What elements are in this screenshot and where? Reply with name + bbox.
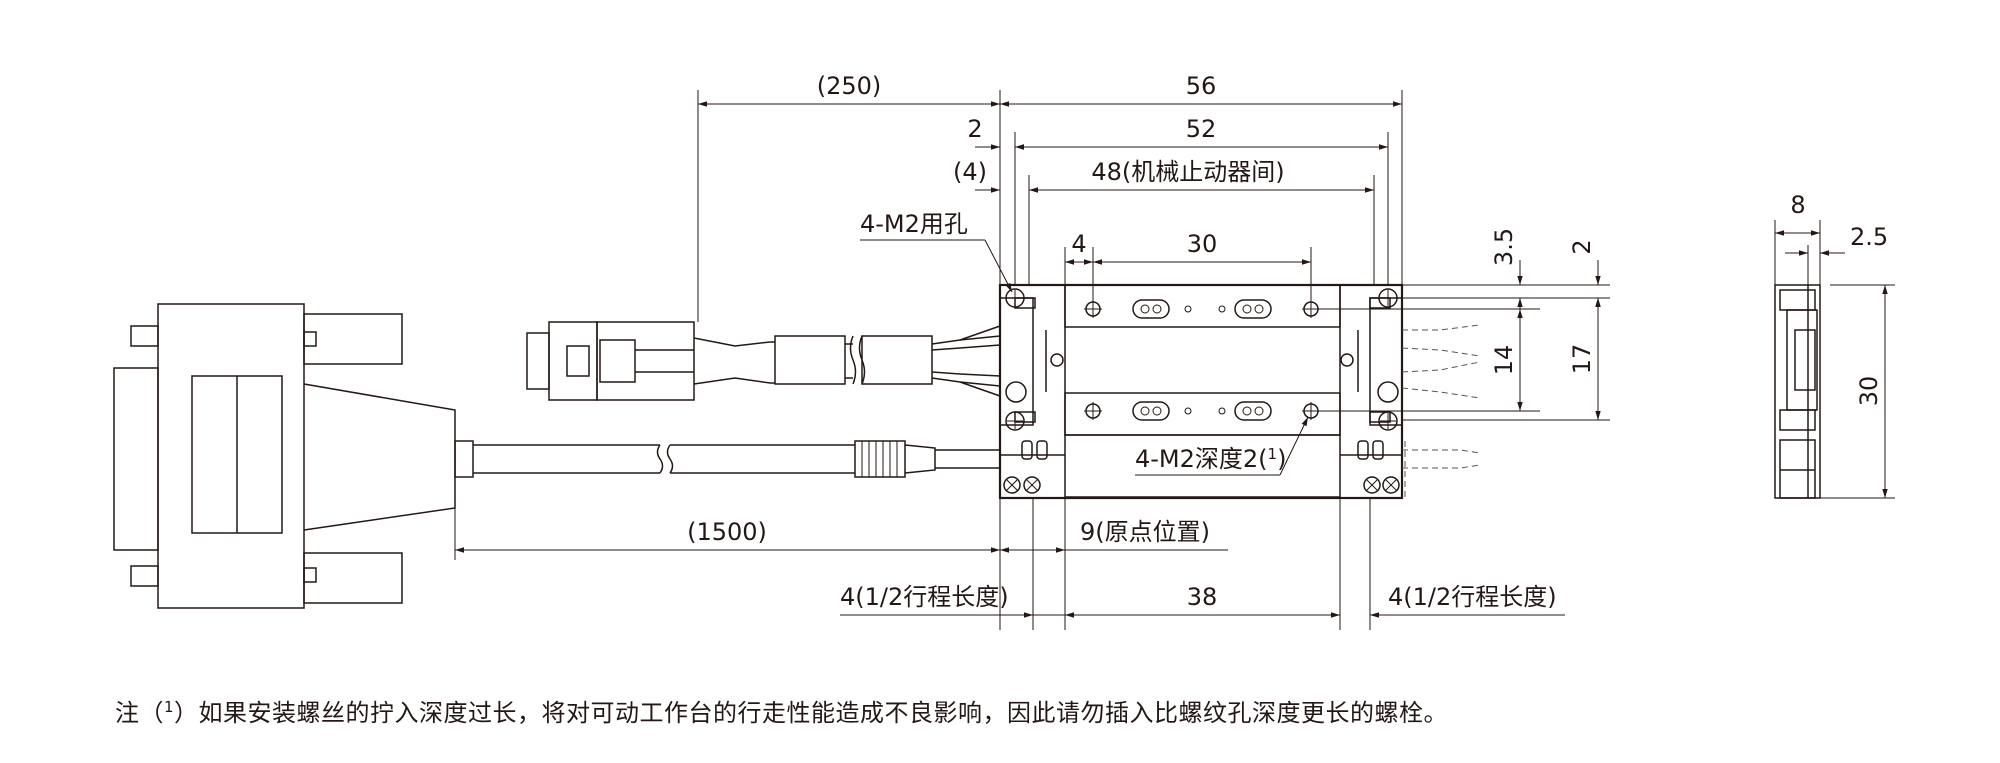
table-holes (1084, 299, 1320, 421)
bottom-screws (1003, 476, 1400, 494)
dim-cable-250: (250) (817, 72, 882, 100)
dim-inner-52: 52 (1186, 115, 1217, 143)
dim-2-right: 2 (1568, 239, 1596, 254)
dim-side-8: 8 (1790, 191, 1805, 219)
stage-body (998, 283, 1481, 500)
dim-overall-56: 56 (1186, 72, 1217, 100)
dim-cable-1500: (1500) (687, 518, 767, 546)
dim-half-stroke-right: 4(1/2行程长度) (1388, 583, 1557, 611)
dim-4-paren: (4) (953, 158, 987, 186)
label-m2-holes: 4-M2用孔 (860, 210, 968, 238)
side-view (1774, 284, 1821, 499)
dim-side-2-5: 2.5 (1850, 223, 1888, 251)
dimension-lines (455, 101, 1888, 618)
dim-3-5: 3.5 (1490, 228, 1518, 266)
dimension-labels: (250) 56 2 52 (4) 48(机械止动器间) 4-M2用孔 4 30… (687, 72, 1888, 611)
dim-hole-4: 4 (1071, 230, 1086, 258)
corner-holes (1005, 288, 1399, 431)
dim-side-30: 30 (1855, 376, 1883, 407)
label-m2-depth: 4-M2深度2(1) (1135, 445, 1286, 473)
dim-17: 17 (1568, 344, 1596, 375)
dim-half-stroke-left: 4(1/2行程长度) (840, 583, 1009, 611)
sensor-connector (526, 321, 1001, 401)
dim-2-left: 2 (967, 115, 982, 143)
dim-14: 14 (1490, 345, 1518, 376)
dim-stroke-48: 48(机械止动器间) (1091, 158, 1284, 186)
dim-38: 38 (1187, 583, 1218, 611)
dsub-connector (113, 303, 474, 609)
dim-pitch-30: 30 (1187, 230, 1218, 258)
footnote: 注（1）如果安装螺丝的拧入深度过长，将对可动工作台的行走性能造成不良影响，因此请… (115, 698, 1449, 727)
dim-origin-9: 9(原点位置) (1080, 518, 1210, 546)
long-cable (473, 440, 1000, 478)
